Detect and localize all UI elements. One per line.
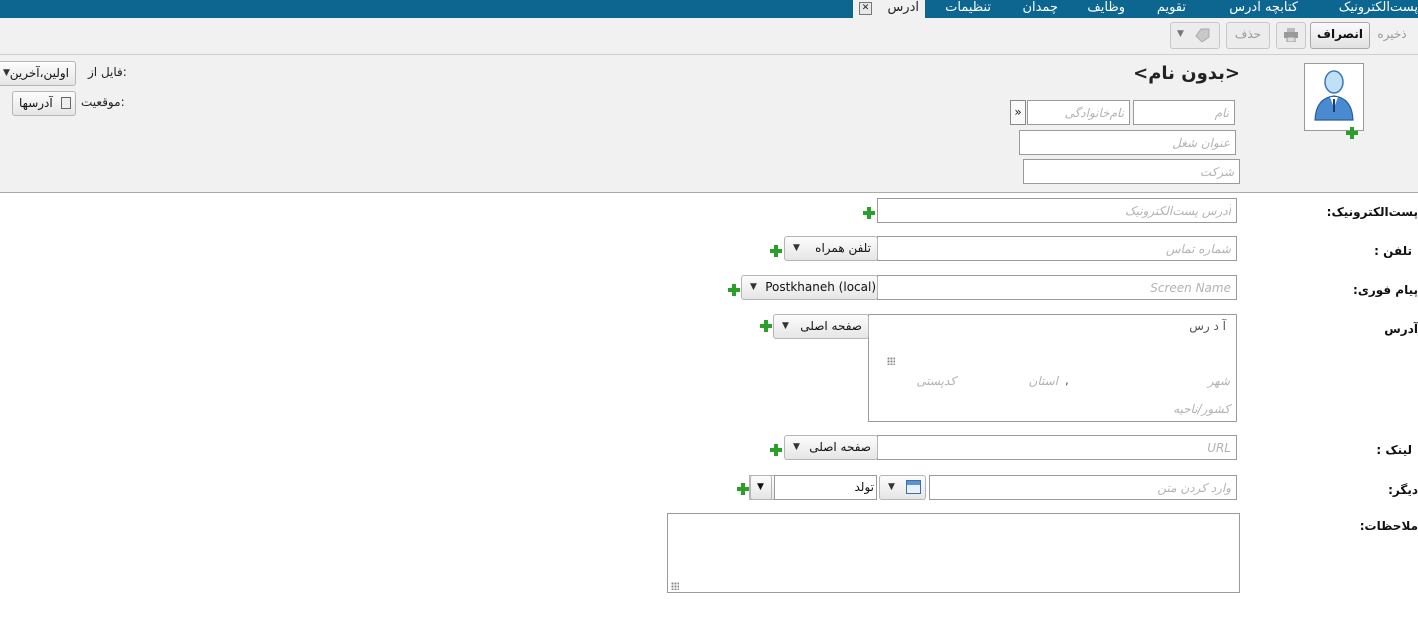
other-label: دیگر: (1388, 483, 1418, 497)
date-picker-button[interactable]: ▼ (879, 475, 926, 500)
add-address-icon[interactable] (760, 320, 772, 332)
add-other-icon[interactable] (737, 483, 749, 495)
tab-tasks[interactable]: وظایف (1087, 0, 1125, 15)
im-label: پیام فوری: (1353, 283, 1418, 297)
toolbar: ذخیره انصراف حذف ▼ (0, 18, 1418, 55)
phone-label: تلفن : (1374, 244, 1412, 258)
notes-textarea[interactable] (667, 513, 1240, 593)
cancel-button[interactable]: انصراف (1310, 22, 1370, 49)
chevron-down-icon: ▼ (757, 482, 764, 492)
add-phone-icon[interactable] (770, 245, 782, 257)
chevron-down-icon: ▼ (793, 243, 800, 253)
last-name-input[interactable] (1027, 100, 1130, 125)
url-label: لینک : (1376, 443, 1412, 457)
chevron-down-icon: ▼ (888, 482, 895, 492)
chevron-down-icon: ▼ (3, 68, 10, 78)
other-type-field[interactable]: تولد (774, 475, 877, 500)
file-as-label: فایل از: (88, 65, 127, 79)
tab-contact-edit[interactable]: آدرس ✕ (853, 0, 925, 18)
tab-email[interactable]: پست‌الکترونیک (1338, 0, 1418, 15)
add-photo-icon[interactable] (1346, 127, 1358, 139)
expand-name-button[interactable]: » (1010, 100, 1026, 125)
notes-label: ملاحظات: (1359, 519, 1418, 533)
street-input[interactable]: آ د رس (1189, 319, 1226, 333)
tag-icon (1195, 28, 1210, 42)
other-type-select[interactable]: ▼ تولد (749, 475, 877, 500)
phone-type-select[interactable]: ▼ تلفن همراه (784, 236, 878, 261)
add-im-icon[interactable] (728, 284, 740, 296)
add-email-icon[interactable] (863, 207, 875, 219)
chevron-down-icon: ▼ (793, 442, 800, 452)
first-name-input[interactable] (1133, 100, 1235, 125)
print-button[interactable] (1276, 22, 1306, 49)
avatar[interactable] (1304, 63, 1364, 131)
state-input[interactable]: استان (1028, 374, 1058, 388)
address-book-icon (61, 97, 71, 109)
contact-header: <بدون نام> » فایل از: ▼ اولین،آخرین موقع… (0, 55, 1418, 193)
city-input[interactable]: شهر (1207, 374, 1230, 388)
email-input[interactable] (877, 198, 1237, 223)
tab-contact-edit-label: آدرس (887, 0, 919, 15)
other-type-dropdown[interactable]: ▼ (750, 475, 772, 500)
top-nav-bar: پست‌الکترونیک کتابچه آدرس تقویم وظایف چم… (0, 0, 1418, 18)
tab-calendar[interactable]: تقویم (1156, 0, 1186, 15)
file-as-select[interactable]: ▼ اولین،آخرین (0, 61, 76, 86)
delete-button[interactable]: حذف (1226, 22, 1270, 49)
im-screen-name-input[interactable] (877, 275, 1237, 300)
job-title-input[interactable] (1019, 130, 1236, 155)
zip-input[interactable]: کدپستی (916, 374, 956, 388)
resize-grip-icon[interactable] (887, 357, 895, 365)
calendar-icon (906, 480, 921, 494)
chevron-down-icon: ▼ (1177, 29, 1184, 39)
location-label: موقعیت: (81, 95, 125, 109)
resize-grip-icon[interactable] (671, 582, 679, 590)
address-type-select[interactable]: ▼ صفحه اصلی (773, 314, 869, 339)
location-button[interactable]: آدرسها (12, 91, 76, 116)
url-input[interactable] (877, 435, 1237, 460)
company-input[interactable] (1023, 159, 1240, 184)
country-input[interactable]: کشور/ناحیه (1173, 402, 1230, 416)
url-type-select[interactable]: ▼ صفحه اصلی (784, 435, 878, 460)
tab-address-book[interactable]: کتابچه آدرس (1229, 0, 1298, 15)
contact-title: <بدون نام> (1133, 63, 1240, 84)
tab-settings[interactable]: تنظیمات (945, 0, 991, 15)
address-block[interactable]: آ د رس شهر , استان کدپستی کشور/ناحیه (868, 314, 1237, 422)
close-icon[interactable]: ✕ (859, 2, 872, 15)
person-icon (1314, 70, 1354, 121)
tab-briefcase[interactable]: چمدان (1022, 0, 1058, 15)
add-url-icon[interactable] (770, 444, 782, 456)
phone-input[interactable] (877, 236, 1237, 261)
email-label: پست‌الکترونیک: (1326, 205, 1418, 219)
print-icon (1284, 28, 1298, 43)
chevron-down-icon: ▼ (750, 282, 757, 292)
save-button[interactable]: ذخیره (1377, 27, 1407, 41)
tag-menu-button[interactable]: ▼ (1170, 22, 1220, 49)
address-label: آدرس (1384, 322, 1418, 336)
chevron-down-icon: ▼ (782, 321, 789, 331)
address-separator: , (1065, 373, 1069, 387)
other-input[interactable] (929, 475, 1237, 500)
im-service-select[interactable]: ▼ Postkhaneh (local) (741, 275, 878, 300)
